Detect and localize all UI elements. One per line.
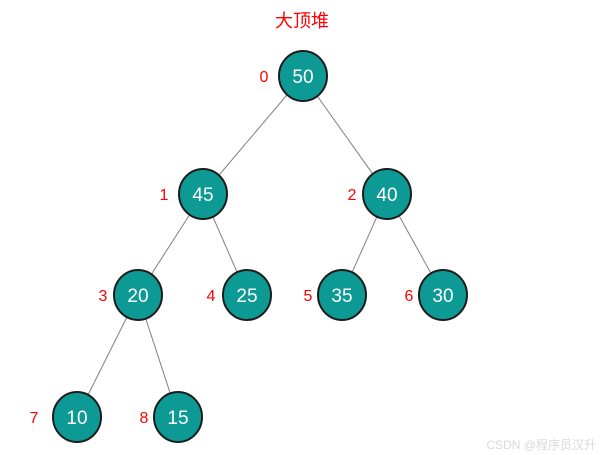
node-circle [52,391,102,443]
node-circle [418,269,468,321]
node-index-label: 5 [304,288,313,305]
node-circle [317,269,367,321]
node-value: 45 [192,185,213,206]
node-index-label: 4 [207,288,216,305]
node-value: 50 [292,67,313,88]
node-circle [113,269,163,321]
tree-edge-0-1 [202,75,304,195]
node-index-label: 7 [30,410,39,427]
node-circle [178,168,228,220]
watermark-text: CSDN @程序员汉升 [486,437,596,452]
node-index-label: 6 [405,288,414,305]
node-index-label: 0 [260,69,269,86]
node-index-label: 8 [140,410,149,427]
node-index-label: 3 [99,288,108,305]
node-circle [278,50,328,102]
node-index-label: 1 [160,187,169,204]
node-value: 30 [432,286,453,307]
node-circle [153,391,203,443]
node-value: 25 [236,286,257,307]
node-value: 20 [127,286,148,307]
node-circle [222,269,272,321]
node-index-label: 2 [348,187,357,204]
node-value: 40 [376,185,397,206]
node-value: 10 [66,408,87,429]
node-value: 35 [331,286,352,307]
node-value: 15 [167,408,188,429]
node-circle [362,168,412,220]
diagram-title: 大顶堆 [275,11,329,31]
